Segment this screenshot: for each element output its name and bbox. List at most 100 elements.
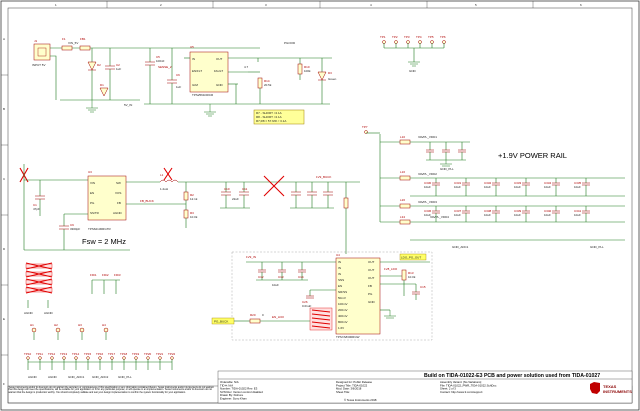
ferrite-l26 [399, 203, 411, 209]
rail-cap-bank: C33010uFC33110uFC33210uFC33310uFC33410uF… [424, 178, 590, 222]
ferrite-l16 [399, 175, 411, 181]
ldo-pin-label: IN [338, 266, 341, 270]
mount-hole-4: H4 [102, 323, 106, 327]
rail-cap-ref: C330 [424, 181, 432, 185]
ti-brand-1: TEXAS [603, 384, 617, 389]
bottom-tp-marker [74, 356, 78, 360]
ldo-in-net: 1V9_IN [246, 255, 256, 259]
ferrite-ref: FB1 [80, 37, 86, 41]
ldo-pin-label: OUT [368, 276, 375, 280]
rail-cap-val: 10uF [574, 185, 581, 189]
ldo-pin-label: IN [338, 272, 341, 276]
title-block: Texas Instruments and/or its licensors d… [7, 370, 632, 404]
r-fault [297, 63, 303, 75]
title-field: File: TIDA-01022_PWR_TIDA-01022.SchDoc [440, 383, 497, 387]
ldo-cin-val: 10uF [272, 283, 279, 287]
r-fb-bot-val: 10.0k [190, 215, 198, 219]
disclaimer-text: Texas Instruments and/or its licensors d… [9, 386, 214, 394]
u5-note: 4.7 [244, 65, 249, 69]
buck-css-val: 3300pF [70, 227, 80, 231]
row-label-a: A [3, 37, 5, 41]
bottom-tp-label: TP12 [48, 352, 56, 356]
ldo-pin-label: 100mV [338, 302, 348, 306]
tvs-ref: D2 [97, 63, 101, 67]
bottom-tp-marker [146, 356, 150, 360]
current-limit-note-box [253, 109, 305, 125]
mount-hole-1: H1 [30, 323, 34, 327]
r-fb-bot [183, 209, 189, 219]
buck-pin-ss: SS/TR [90, 211, 100, 215]
ldo-cin1-ref: C12 [258, 275, 264, 279]
title-field: TID #: N/A [220, 383, 233, 387]
rail-cap-val: 10uF [574, 213, 581, 217]
r-fb-top-ref: R2 [190, 193, 194, 197]
ti-brand-2: INSTRUMENTS [603, 389, 632, 394]
buck-chip [87, 175, 127, 221]
tvs-diode [87, 61, 97, 71]
u5-cout-ref: C6 [176, 73, 180, 77]
ldo-cnr-val: 0.01uF [302, 304, 312, 308]
rail-cap-val: 10uF [544, 213, 551, 217]
tp-4 [418, 40, 422, 48]
title-field: Drawn By: Kishore [220, 393, 244, 397]
ldo-pin-label: SNS [338, 278, 344, 282]
col-label-4: 4 [370, 3, 372, 7]
gnd-pll-label: GND_PLL [590, 245, 604, 249]
tp-6 [442, 40, 446, 48]
net-pgood-label: PGOOD [284, 41, 296, 45]
rail-cap-val: 10uF [454, 185, 461, 189]
rail-cap-ref: C332 [484, 181, 492, 185]
rail-1v9-section: +1.9V POWER RAIL TP7 L10 VAVPL_VDD1 GND_… [362, 125, 625, 249]
ldo-pin-label: NR/SS [338, 290, 347, 294]
title-field: Engineer: Sonu Khan [220, 397, 247, 401]
top-right-test-points: TP1 TP2 TP3 TP4 TP5 TP6 GND [380, 35, 446, 73]
r-fault-ref: R10 [304, 65, 310, 69]
net-5v-label: 5V_IN [124, 103, 132, 107]
input-cap-val: 1uF [116, 67, 121, 71]
rail-cap-val: 10uF [454, 213, 461, 217]
copyright: © Texas Instruments 2018 [344, 398, 377, 402]
power-switch-u5: C5 100nF C6 1uF SENSE_2 U5 TPS2561DRCR I… [144, 41, 337, 125]
bottom-tp-label: TP13 [60, 352, 68, 356]
bottom-tp-label: TP15 [84, 352, 92, 356]
bottom-tp-marker [50, 356, 54, 360]
ldo-out-net: 1V8_LDO [384, 267, 398, 271]
rail-cap-val: 10uF [514, 185, 521, 189]
buck-section: C1 47pF U3 TPS62130RGTR VIN EN PG SS/TR … [19, 164, 360, 254]
title-field: Mod. Date: 3/6/2018 [336, 387, 362, 391]
r-ilim-val: 20.5k [264, 83, 272, 87]
input-diode [99, 87, 109, 97]
row-label-b: B [3, 107, 5, 111]
rail-cap-ref: C333 [514, 181, 522, 185]
bottom-tp-marker [158, 356, 162, 360]
title-field: Assembly Variant: [No Variations] [440, 380, 481, 384]
gnd-adc-label: GND_ADC1 [452, 245, 469, 249]
buck-pin-agnd: AGND [113, 211, 123, 215]
rail-cap-ref: C337 [454, 209, 462, 213]
ldo-pin-label: 1.6V [338, 326, 344, 330]
en-net-label: PG_BUCK [214, 320, 228, 324]
rail-tp-label: TP7 [362, 125, 368, 129]
tp-3 [406, 40, 410, 48]
u5-pin-out: OUT [216, 57, 223, 61]
buck-cin-ref: C1 [33, 203, 37, 207]
dnp-mounting-area: AGND AGND FID1 FID2 FID3 H1 H2 H3 H4 TP1… [24, 262, 176, 379]
buck-cout-val: 22uF [232, 197, 239, 201]
title-field: Orderable: N/A [220, 380, 239, 384]
rail-cap-ref: C331 [454, 181, 462, 185]
ldo-pin-label: GND [368, 300, 376, 304]
gnd-pll-a: GND_PLL [440, 167, 454, 171]
net-vddD: VAVPL_VDD4 [430, 215, 449, 219]
ldo-part: TPS7A8300RGW [336, 335, 360, 339]
u5-pin-in: IN [192, 57, 195, 61]
ldo-pin-label: PG [368, 292, 373, 296]
input-section: J1 INPUT 5V VIN_5V F1 FB1 D2 C2 1uF D1 5… [32, 37, 260, 113]
fiducials: FID1 FID2 FID3 [90, 273, 121, 294]
top-right-gnd-net: GND [409, 69, 417, 73]
fiducial-2: FID2 [102, 273, 109, 277]
u5-pin-gnd: GND [216, 83, 224, 87]
